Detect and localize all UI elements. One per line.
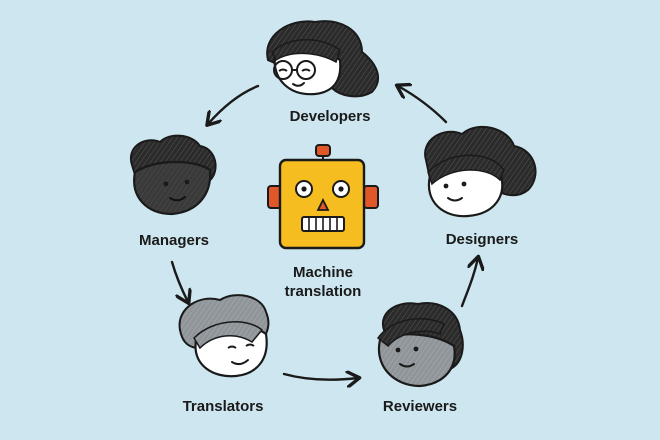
managers-icon [129, 134, 217, 216]
label-translators: Translators [182, 398, 264, 415]
label-machine-translation: Machine translation [263, 263, 383, 301]
arrow-developers-to-managers [208, 84, 260, 124]
arrow-translators-to-reviewers [282, 374, 358, 380]
label-developers: Developers [289, 108, 371, 125]
label-reviewers: Reviewers [382, 398, 458, 415]
robot-icon [267, 144, 379, 250]
reviewers-icon [376, 302, 464, 388]
designers-icon [424, 125, 537, 218]
label-translation: translation [284, 283, 362, 300]
label-machine: Machine [292, 264, 353, 281]
arrow-managers-to-translators [170, 260, 188, 302]
translators-icon [178, 294, 270, 378]
arrow-reviewers-to-designers [460, 258, 478, 308]
developers-icon [266, 20, 379, 98]
label-managers: Managers [138, 232, 210, 249]
label-designers: Designers [445, 231, 519, 248]
arrow-designers-to-developers [398, 86, 448, 124]
